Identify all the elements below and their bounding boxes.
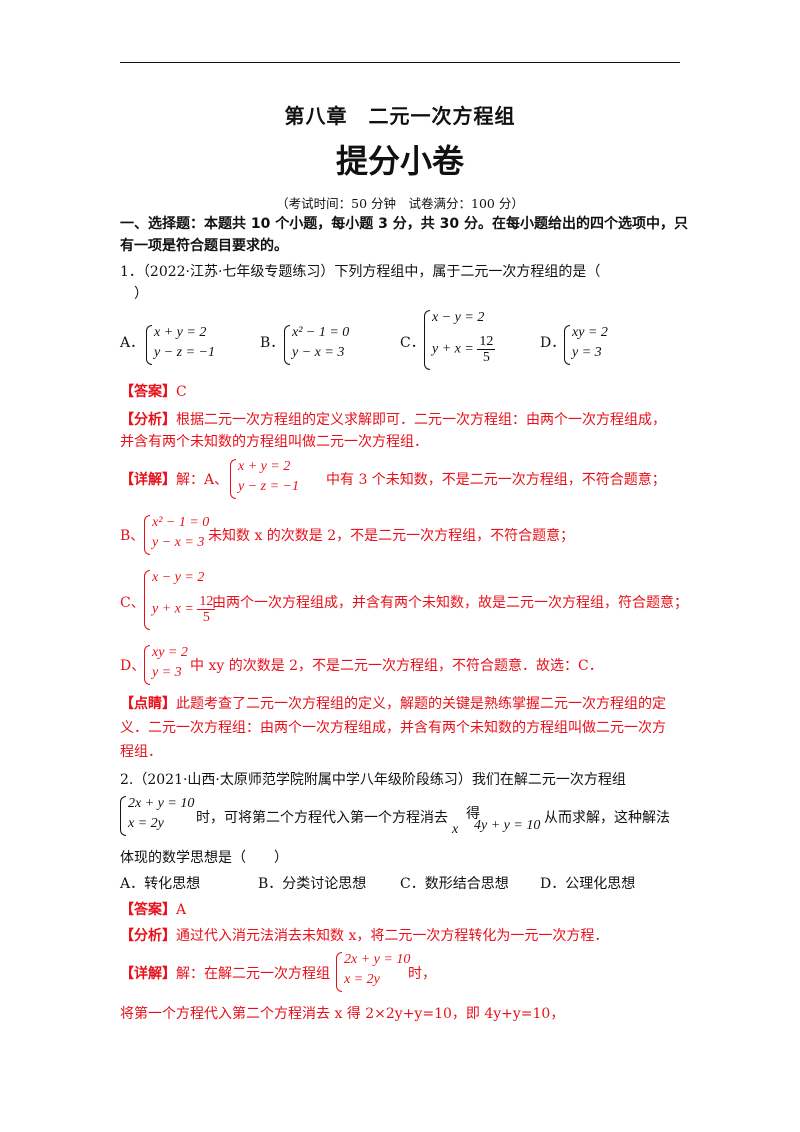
eq-left: y + x =	[432, 341, 474, 357]
q2-detail-post: 时，	[408, 966, 436, 982]
eq: x + y = 2	[154, 325, 207, 340]
eq: x + y = 2	[238, 459, 291, 474]
numerator: 12	[477, 334, 496, 350]
analysis-tag: 【分析】	[120, 928, 176, 944]
section-heading-line1: 一、选择题：本题共 10 个小题，每小题 3 分，共 30 分。在每小题给出的四…	[120, 216, 688, 232]
q2-stem-line3: 体现的数学思想是（ ）	[120, 850, 288, 866]
denominator: 5	[482, 350, 490, 365]
q1-comment-line2: 义．二元一次方程组：由两个一次方程组成，并含有两个未知数的方程组叫做二元一次方	[120, 720, 666, 736]
header-rule	[120, 62, 680, 63]
eq: x = 2y	[344, 972, 380, 987]
q2-detail: 【详解】解：在解二元一次方程组	[120, 964, 330, 984]
q1-option-b-label: B．	[260, 335, 285, 351]
eq: 2x + y = 10	[128, 796, 195, 811]
detail-a-pre: 解：A、	[176, 472, 229, 488]
section-heading-line2: 有一项是符合题目要求的。	[120, 238, 288, 254]
q1-stem-line2: ）	[134, 286, 148, 302]
q1-option-c-label: C．	[400, 335, 425, 351]
q1-detail-b-system: x² − 1 = 0 y − x = 3	[144, 515, 234, 555]
q1-detail-d-post: 中 xy 的次数是 2，不是二元一次方程组，不符合题意．故选：C．	[190, 658, 603, 674]
denominator: 5	[202, 610, 210, 625]
eq: y − z = −1	[154, 345, 216, 360]
q2-option-a: A．转化思想	[120, 876, 201, 892]
detail-tag: 【详解】	[120, 966, 176, 982]
q2-detail-system: 2x + y = 10 x = 2y	[336, 952, 426, 992]
q1-detail-d-system: xy = 2 y = 3	[144, 645, 214, 685]
analysis-text: 通过代入消元法消去未知数 x，将二元一次方程转化为一元一次方程．	[176, 928, 609, 944]
exam-meta: （考试时间：50 分钟 试卷满分：100 分）	[276, 196, 524, 211]
q1-analysis-line1: 【分析】根据二元一次方程组的定义求解即可．二元一次方程组：由两个一次方程组成，	[120, 410, 666, 430]
q2-stem-end: 从而求解，这种解法	[544, 810, 670, 826]
q1-option-d-label: D．	[540, 335, 566, 351]
detail-tag: 【详解】	[120, 472, 176, 488]
answer-value: C	[176, 384, 187, 400]
q2-option-b: B．分类讨论思想	[258, 876, 367, 892]
page-title: 提分小卷	[335, 142, 464, 180]
chapter-title: 第八章 二元一次方程组	[284, 104, 516, 128]
answer-tag: 【答案】	[120, 902, 176, 918]
q2-stem-de: 得	[466, 806, 480, 822]
eq: y − x = 3	[152, 535, 205, 550]
q2-stem-line1: 2.（2021·山西·太原师范学院附属中学八年级阶段练习）我们在解二元一次方程组	[120, 772, 626, 788]
q2-option-c: C．数形结合思想	[400, 876, 509, 892]
q1-stem-line1: 1．（2022·江苏·七年级专题练习）下列方程组中，属于二元一次方程组的是（	[120, 264, 601, 280]
analysis-tag: 【分析】	[120, 412, 176, 428]
q1-detail-a: 【详解】解：A、	[120, 470, 228, 490]
eq-left: y + x =	[152, 601, 194, 617]
eq: y = 3	[152, 665, 182, 680]
q2-last-line: 将第一个方程代入第二个方程消去 x 得 2×2y+y=10，即 4y+y=10，	[120, 1006, 565, 1022]
q1-answer: 【答案】C	[120, 382, 187, 402]
q1-option-a-system: x + y = 2 y − z = −1	[146, 325, 236, 365]
numerator: 12	[197, 594, 216, 610]
eq: y − z = −1	[238, 479, 300, 494]
eq: xy = 2	[572, 325, 608, 340]
q1-option-b-system: x² − 1 = 0 y − x = 3	[284, 325, 374, 365]
q2-stem-mid: 时，可将第二个方程代入第一个方程消去	[196, 810, 448, 826]
eq: x = 2y	[128, 816, 164, 831]
q1-detail-a-post: 中有 3 个未知数，不是二元一次方程组，不符合题意；	[326, 472, 666, 488]
eq: x² − 1 = 0	[152, 515, 210, 530]
eq: xy = 2	[152, 645, 188, 660]
q1-analysis-line2: 并含有两个未知数的方程组叫做二元一次方程组．	[120, 434, 428, 450]
comment-tag: 【点睛】	[120, 696, 176, 712]
q1-comment-line3: 程组．	[120, 744, 162, 760]
q1-detail-a-system: x + y = 2 y − z = −1	[230, 459, 320, 499]
q2-stem-eq: 4y + y = 10	[474, 818, 541, 833]
q1-detail-b-post: 未知数 x 的次数是 2，不是二元一次方程组，不符合题意；	[208, 528, 575, 544]
q2-analysis: 【分析】通过代入消元法消去未知数 x，将二元一次方程转化为一元一次方程．	[120, 926, 608, 946]
q1-detail-b-pre: B、	[120, 528, 145, 544]
detail-pre: 解：在解二元一次方程组	[176, 966, 330, 982]
comment-text: 此题考查了二元一次方程组的定义，解题的关键是熟练掌握二元一次方程组的定	[176, 696, 666, 712]
q2-system: 2x + y = 10 x = 2y	[120, 796, 210, 836]
eq: x − y = 2	[152, 570, 205, 585]
q1-detail-c-pre: C、	[120, 595, 145, 611]
q1-detail-d-pre: D、	[120, 658, 146, 674]
q1-comment-line1: 【点睛】此题考查了二元一次方程组的定义，解题的关键是熟练掌握二元一次方程组的定	[120, 694, 666, 714]
q2-stem-x: x	[452, 822, 459, 837]
q1-option-a-label: A．	[120, 335, 145, 351]
eq: 2x + y = 10	[344, 952, 411, 967]
q1-detail-c-post: 由两个一次方程组成，并含有两个未知数，故是二元一次方程组，符合题意；	[212, 595, 688, 611]
eq: y − x = 3	[292, 345, 345, 360]
q2-answer: 【答案】A	[120, 900, 186, 920]
q1-option-d-system: xy = 2 y = 3	[564, 325, 634, 365]
analysis-text: 根据二元一次方程组的定义求解即可．二元一次方程组：由两个一次方程组成，	[176, 412, 666, 428]
eq: y = 3	[572, 345, 602, 360]
eq: x² − 1 = 0	[292, 325, 350, 340]
answer-tag: 【答案】	[120, 384, 176, 400]
answer-value: A	[176, 902, 187, 918]
q2-option-d: D．公理化思想	[540, 876, 636, 892]
eq: x − y = 2	[432, 310, 485, 325]
